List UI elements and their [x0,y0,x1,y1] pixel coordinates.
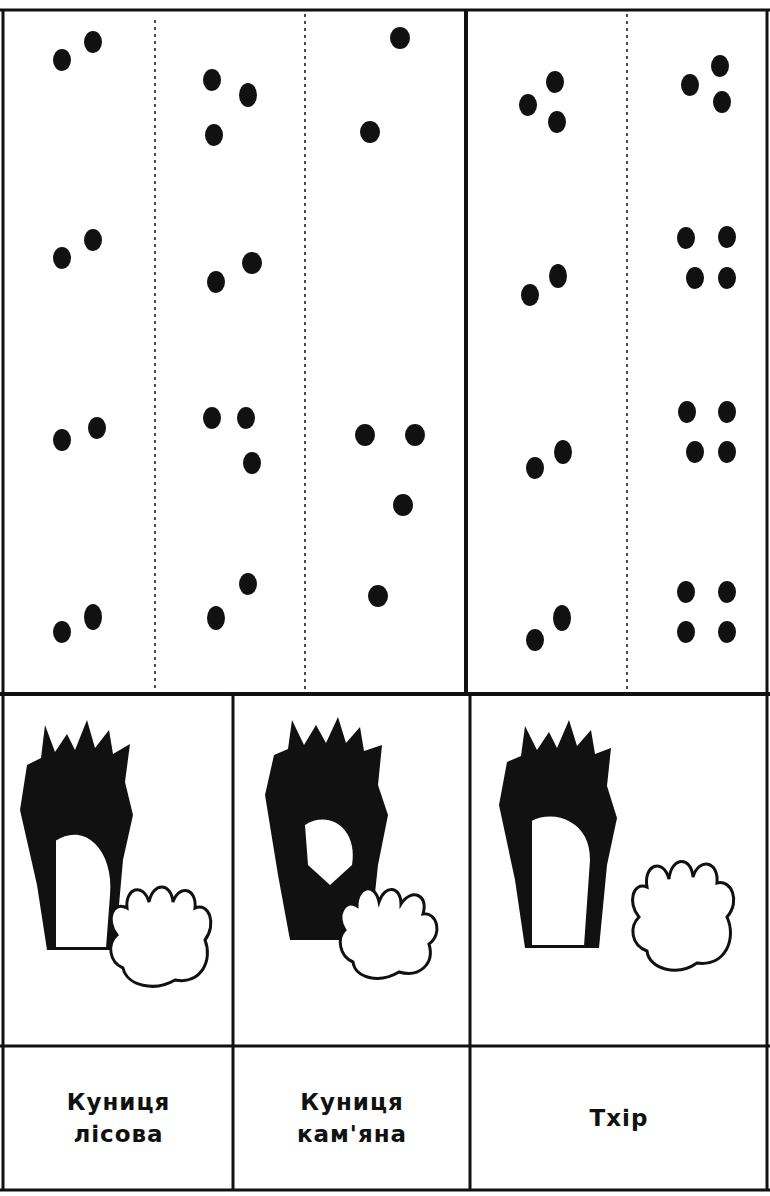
species-name: Куниця лісова [26,1087,211,1149]
species-label-cell: Тхір [473,1049,765,1188]
species-label-cell: Куниця кам'яна [236,1049,468,1188]
species-name: Тхір [590,1103,649,1134]
species-name: Куниця кам'яна [256,1087,448,1149]
species-label-cell: Куниця лісова [6,1049,231,1188]
